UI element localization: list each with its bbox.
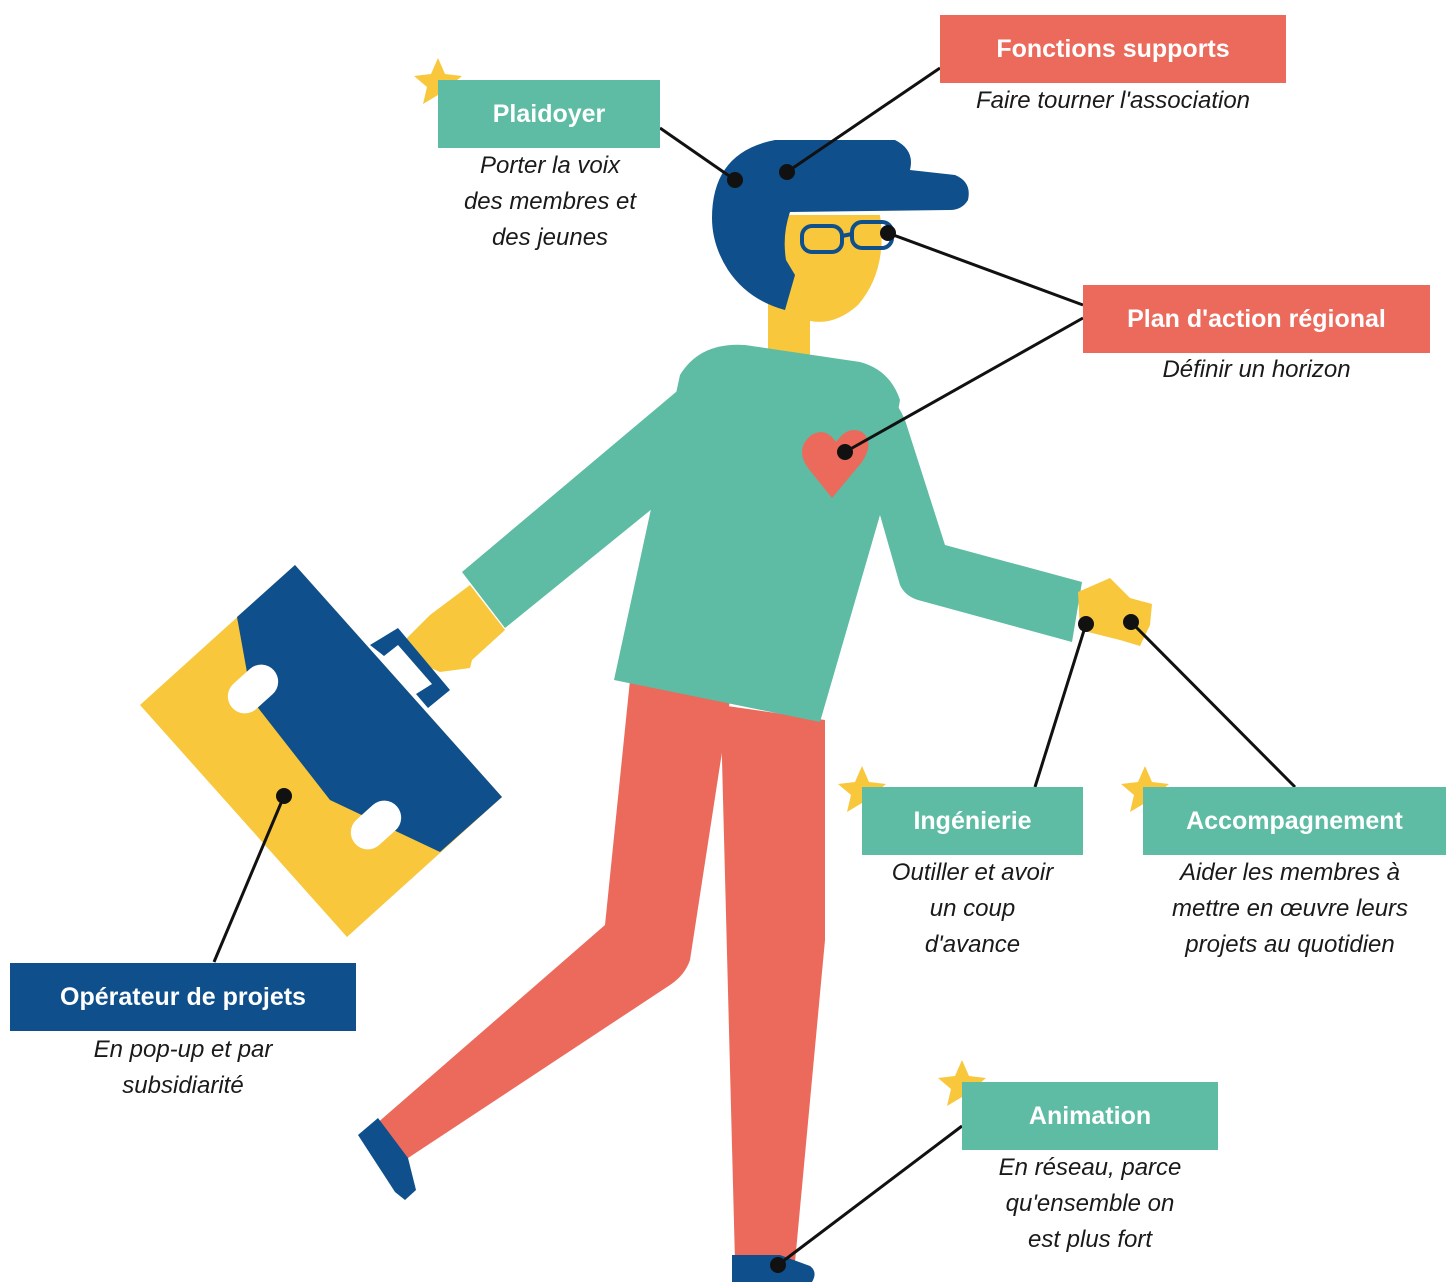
- plaidoyer-label: Plaidoyer: [438, 80, 660, 148]
- accompagnement-line: mettre en œuvre leurs: [1171, 895, 1409, 922]
- dot-plaidoyer: [727, 172, 743, 188]
- operateur-description: En pop-up et par subsidiarité: [10, 1032, 356, 1104]
- operateur-line: En pop-up et par: [93, 1036, 273, 1063]
- plaidoyer-line: des jeunes: [491, 224, 609, 251]
- briefcase-handle: [370, 628, 450, 708]
- glasses-icon: [800, 220, 894, 254]
- animation-label: Animation: [962, 1082, 1218, 1150]
- left-hand: [405, 585, 505, 672]
- dot-plan-head: [880, 225, 896, 241]
- animation-line: est plus fort: [1027, 1226, 1153, 1253]
- plaidoyer-line: des membres et: [463, 188, 637, 215]
- briefcase-flap: [237, 565, 502, 852]
- ingenierie-line: Outiller et avoir: [891, 859, 1054, 886]
- fonctions-supports-description: Faire tourner l'association: [920, 83, 1306, 119]
- operateur-line: subsidiarité: [122, 1072, 244, 1099]
- connector-plan-head: [887, 231, 1084, 307]
- left-arm: [462, 355, 720, 628]
- connector-plan-heart: [844, 316, 1084, 454]
- dot-ingenierie: [1078, 616, 1094, 632]
- animation-description: En réseau, parce qu'ensemble on est plus…: [950, 1150, 1230, 1258]
- accompagnement-line: Aider les membres à: [1179, 859, 1401, 886]
- fonctions-supports-label: Fonctions supports: [940, 15, 1286, 83]
- ingenierie-line: un coup: [929, 895, 1016, 922]
- plan-action-line: Définir un horizon: [1162, 356, 1351, 383]
- back-shoe: [358, 1118, 416, 1200]
- accompagnement-description: Aider les membres à mettre en œuvre leur…: [1132, 855, 1448, 963]
- back-leg: [375, 680, 730, 1160]
- dot-operateur: [276, 788, 292, 804]
- fonctions-supports-line: Faire tourner l'association: [975, 87, 1251, 114]
- connector-animation: [777, 1124, 963, 1267]
- plaidoyer-description: Porter la voix des membres et des jeunes: [420, 148, 680, 256]
- ingenierie-line: d'avance: [924, 931, 1021, 958]
- connector-ingenierie: [1033, 623, 1088, 788]
- briefcase-strap-bottom: [350, 800, 402, 850]
- animation-line: qu'ensemble on: [1005, 1190, 1175, 1217]
- dot-animation: [770, 1257, 786, 1273]
- dot-fonctions: [779, 164, 795, 180]
- accompagnement-line: projets au quotidien: [1185, 931, 1395, 958]
- plan-action-description: Définir un horizon: [1083, 352, 1430, 388]
- right-arm: [860, 380, 1082, 642]
- front-leg: [720, 705, 825, 1262]
- accompagnement-label: Accompagnement: [1143, 787, 1446, 855]
- operateur-label: Opérateur de projets: [10, 963, 356, 1031]
- animation-line: En réseau, parce: [998, 1154, 1182, 1181]
- connector-accompagnement: [1129, 620, 1297, 789]
- connector-operateur: [212, 795, 286, 963]
- dot-accompagnement: [1123, 614, 1139, 630]
- briefcase-strap-top: [227, 664, 279, 714]
- ingenierie-label: Ingénierie: [862, 787, 1083, 855]
- connector-plaidoyer: [659, 126, 736, 182]
- plan-action-label: Plan d'action régional: [1083, 285, 1430, 353]
- dot-plan-heart: [837, 444, 853, 460]
- connector-fonctions: [786, 66, 941, 174]
- right-hand: [1078, 578, 1152, 646]
- plaidoyer-line: Porter la voix: [479, 152, 621, 179]
- ingenierie-description: Outiller et avoir un coup d'avance: [852, 855, 1093, 963]
- torso: [614, 344, 900, 722]
- cap: [712, 140, 969, 310]
